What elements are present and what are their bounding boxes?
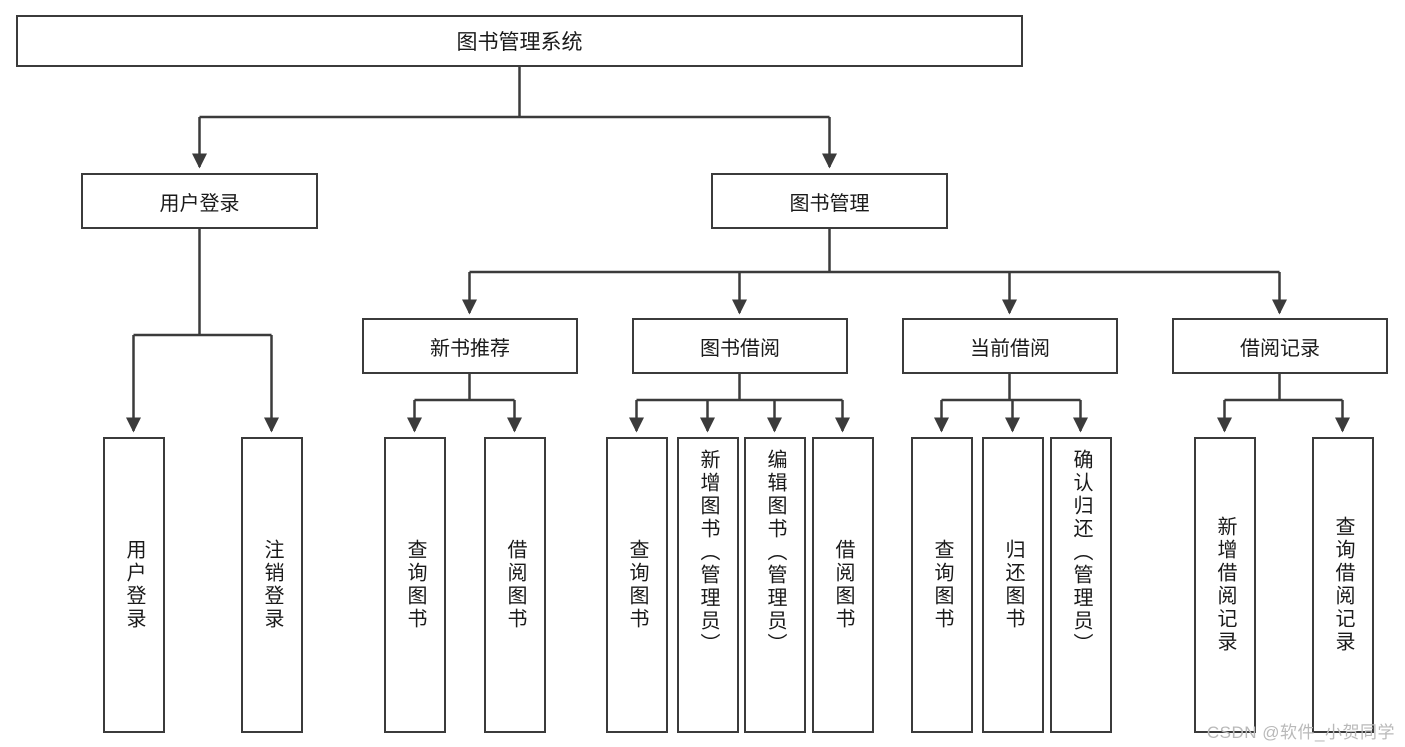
leaf-user-login-login[interactable]: 用户登录 xyxy=(103,437,165,733)
leaf-label: 归还图书 xyxy=(1002,539,1024,631)
node-label: 图书借阅 xyxy=(700,337,780,360)
node-label: 借阅记录 xyxy=(1240,337,1320,360)
leaf-label: 编辑图书（管理员） xyxy=(764,449,786,656)
leaf-label: 注销登录 xyxy=(261,539,283,631)
node-label: 用户登录 xyxy=(159,192,240,215)
leaf-label: 查询图书 xyxy=(931,539,953,631)
leaf-label: 借阅图书 xyxy=(504,539,526,631)
leaf-label: 新增图书（管理员） xyxy=(697,449,719,656)
node-book-borrow[interactable]: 图书借阅 xyxy=(632,318,848,374)
node-new-book-recommend[interactable]: 新书推荐 xyxy=(362,318,578,374)
leaf-current-borrow-confirm-return-admin[interactable]: 确认归还（管理员） xyxy=(1050,437,1112,733)
leaf-new-book-query-book[interactable]: 查询图书 xyxy=(384,437,446,733)
node-book-management[interactable]: 图书管理 xyxy=(711,173,948,229)
node-label: 新书推荐 xyxy=(430,337,510,360)
leaf-current-borrow-return-book[interactable]: 归还图书 xyxy=(982,437,1044,733)
leaf-label: 查询图书 xyxy=(404,539,426,631)
leaf-book-borrow-query-book[interactable]: 查询图书 xyxy=(606,437,668,733)
node-label: 图书管理系统 xyxy=(456,31,583,54)
leaf-book-borrow-edit-book-admin[interactable]: 编辑图书（管理员） xyxy=(744,437,806,733)
node-borrow-record[interactable]: 借阅记录 xyxy=(1172,318,1388,374)
leaf-label: 查询借阅记录 xyxy=(1332,516,1354,654)
leaf-book-borrow-borrow-book[interactable]: 借阅图书 xyxy=(812,437,874,733)
node-current-borrow[interactable]: 当前借阅 xyxy=(902,318,1118,374)
leaf-label: 借阅图书 xyxy=(832,539,854,631)
leaf-label: 查询图书 xyxy=(626,539,648,631)
leaf-user-login-logout[interactable]: 注销登录 xyxy=(241,437,303,733)
leaf-book-borrow-add-book-admin[interactable]: 新增图书（管理员） xyxy=(677,437,739,733)
leaf-label: 新增借阅记录 xyxy=(1214,516,1236,654)
node-root-book-management-system[interactable]: 图书管理系统 xyxy=(16,15,1023,67)
leaf-label: 确认归还（管理员） xyxy=(1070,449,1092,656)
leaf-borrow-record-add-record[interactable]: 新增借阅记录 xyxy=(1194,437,1256,733)
leaf-current-borrow-query-book[interactable]: 查询图书 xyxy=(911,437,973,733)
leaf-borrow-record-query-record[interactable]: 查询借阅记录 xyxy=(1312,437,1374,733)
leaf-new-book-borrow-book[interactable]: 借阅图书 xyxy=(484,437,546,733)
csdn-watermark: CSDN @软件_小贺同学 xyxy=(1206,723,1395,742)
leaf-label: 用户登录 xyxy=(123,539,145,631)
node-label: 当前借阅 xyxy=(970,337,1050,360)
node-user-login[interactable]: 用户登录 xyxy=(81,173,318,229)
node-label: 图书管理 xyxy=(789,192,870,215)
